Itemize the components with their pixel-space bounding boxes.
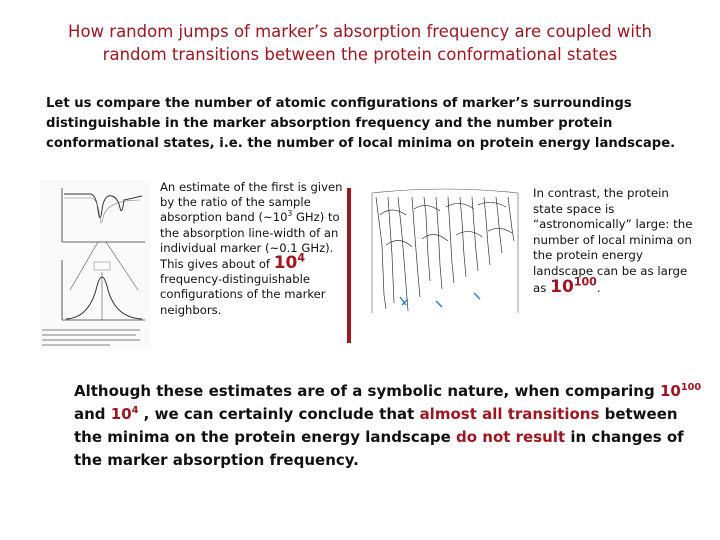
energy-landscape-figure — [362, 185, 522, 325]
estimate-exp-1: 3 — [287, 209, 293, 219]
estimate-text-3: frequency-distinguishable configurations… — [160, 272, 326, 317]
state-space-highlight-exp: 100 — [573, 274, 597, 288]
state-space-text-1: In contrast, the protein state space is … — [533, 186, 693, 295]
conclusion-number-1-base: 10 — [659, 382, 681, 400]
estimate-highlight-base: 10 — [273, 253, 298, 274]
conclusion-text-2: and — [74, 405, 111, 423]
state-space-highlight: 10100 — [550, 274, 597, 297]
absorption-band-figure — [40, 180, 150, 350]
protein-state-space-text: In contrast, the protein state space is … — [533, 186, 693, 296]
conclusion-paragraph: Although these estimates are of a symbol… — [74, 380, 704, 472]
conclusion-highlight-1: almost all transitions — [419, 405, 600, 423]
estimate-text-1: An estimate of the first is given by the… — [160, 180, 343, 225]
conclusion-text-5: in changes of the marker absorption freq… — [74, 428, 684, 469]
vertical-divider — [347, 188, 351, 343]
conclusion-text-1: Although these estimates are of a symbol… — [74, 382, 660, 400]
title-line-1: How random jumps of marker’s absorption … — [68, 22, 652, 41]
conclusion-text-3: , we can certainly conclude that — [138, 405, 420, 423]
first-estimate-text: An estimate of the first is given by the… — [160, 180, 350, 318]
estimate-highlight: 104 — [273, 251, 306, 274]
state-space-text-2: . — [596, 280, 601, 295]
conclusion-number-1: 10100 — [660, 382, 701, 400]
estimate-highlight-exp: 4 — [297, 251, 306, 265]
intro-paragraph: Let us compare the number of atomic conf… — [46, 96, 676, 151]
title-line-2: random transitions between the protein c… — [102, 45, 618, 64]
state-space-highlight-base: 10 — [550, 276, 574, 297]
conclusion-text-4: between the minima on the protein energy… — [74, 405, 678, 446]
slide-title: How random jumps of marker’s absorption … — [40, 20, 680, 66]
conclusion-number-2: 104 — [111, 405, 139, 423]
conclusion-highlight-2: do not result — [456, 428, 566, 446]
estimate-text-2: GHz) to the absorption line-width of an … — [160, 210, 340, 272]
conclusion-number-1-exp: 100 — [680, 382, 702, 393]
conclusion-number-2-exp: 4 — [131, 405, 139, 416]
conclusion-number-2-base: 10 — [110, 405, 132, 423]
